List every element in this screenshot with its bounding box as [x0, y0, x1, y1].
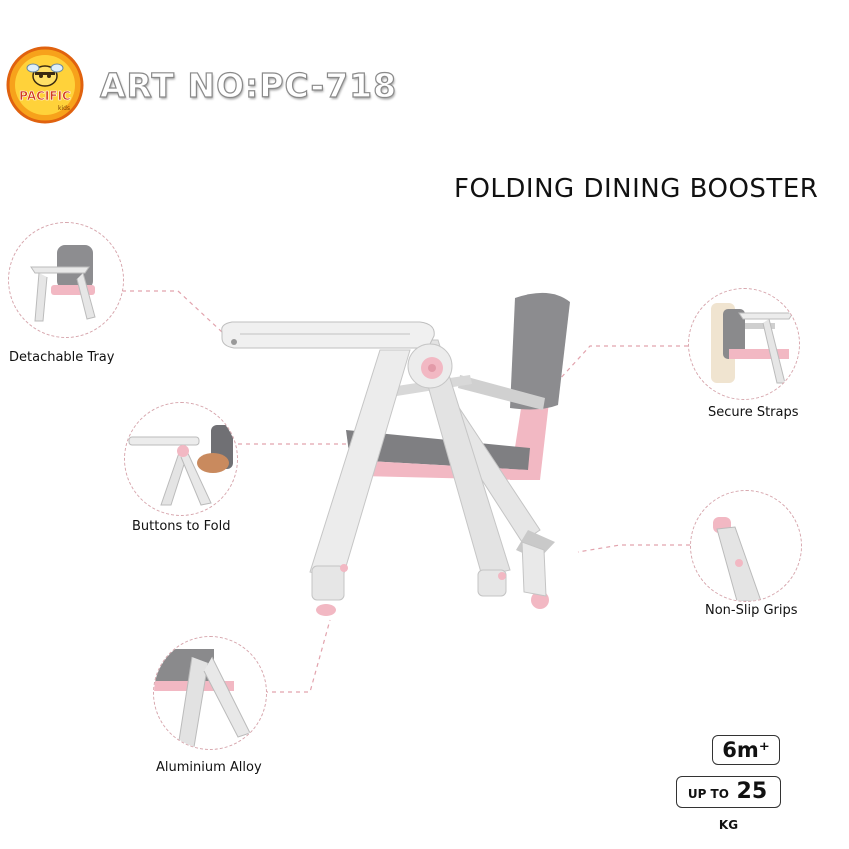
feature-label-secure-straps: Secure Straps: [708, 405, 799, 420]
article-number: ART NO:PC-718: [99, 65, 398, 105]
callout-detachable-tray: [8, 222, 124, 338]
callout-secure-straps: [688, 288, 800, 400]
callout-buttons-to-fold: [124, 402, 238, 516]
callout-aluminium-alloy: [153, 636, 267, 750]
feature-label-aluminium-alloy: Aluminium Alloy: [156, 760, 262, 775]
weight-unit: KG: [718, 818, 739, 832]
weight-limit-badge: UP TO 25 KG: [676, 776, 781, 832]
age-badge: 6m⁺: [712, 735, 780, 765]
booster-chair-illustration: [221, 292, 570, 616]
feature-label-buttons-to-fold: Buttons to Fold: [132, 519, 231, 534]
logo-subtext: kids: [58, 105, 70, 112]
weight-prefix: UP TO: [687, 787, 729, 801]
callout-non-slip-grips: [690, 490, 802, 602]
logo-text: PACIFIC: [19, 89, 71, 103]
feature-label-non-slip-grips: Non-Slip Grips: [705, 603, 798, 618]
weight-value: 25: [736, 779, 768, 804]
feature-label-detachable-tray: Detachable Tray: [9, 350, 115, 365]
brand-logo: PACIFIC kids: [6, 46, 84, 124]
product-title: FOLDING DINING BOOSTER: [454, 174, 819, 204]
